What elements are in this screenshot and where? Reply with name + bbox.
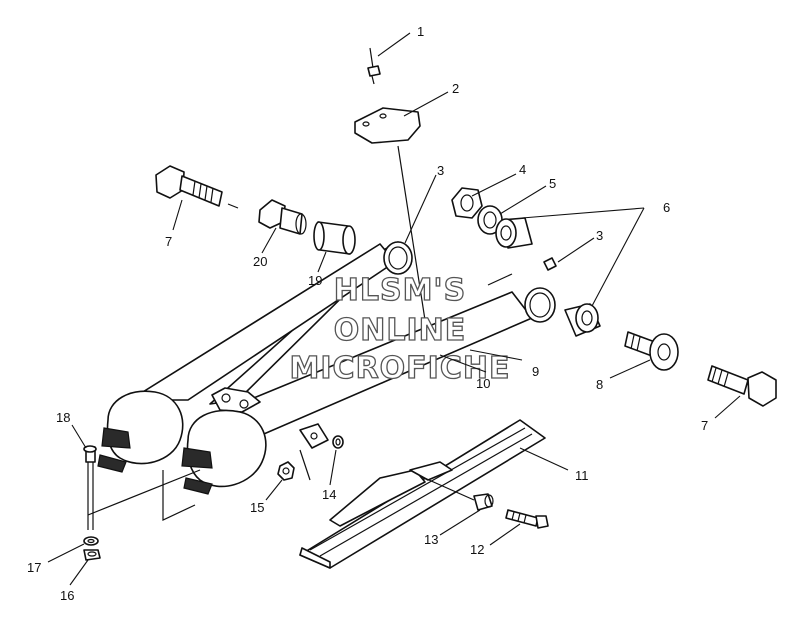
part-4-nut <box>451 187 483 219</box>
callout-7-right: 7 <box>701 418 708 433</box>
callout-14: 14 <box>322 487 336 502</box>
callout-17: 17 <box>27 560 41 575</box>
part-12-bolt <box>505 509 549 529</box>
callout-labels: 1 2 3 4 5 6 3 7 20 19 9 10 8 7 11 12 13 … <box>27 24 708 603</box>
callout-13: 13 <box>424 532 438 547</box>
callout-8: 8 <box>596 377 603 392</box>
callout-12: 12 <box>470 542 484 557</box>
part-2-bracket-plate <box>354 107 426 321</box>
part-17-washer <box>83 536 99 546</box>
callout-5: 5 <box>549 176 556 191</box>
watermark-line-1: HLSM'S <box>334 273 466 308</box>
callout-11: 11 <box>575 468 589 483</box>
part-18-long-bolt <box>83 445 201 530</box>
watermark: HLSM'S ONLINE MICROFICHE <box>289 272 511 386</box>
callout-10: 10 <box>476 376 490 391</box>
callout-18: 18 <box>56 410 70 425</box>
watermark-line-2: ONLINE <box>334 313 467 348</box>
callout-15: 15 <box>250 500 264 515</box>
part-8-pivot-bolt <box>624 331 679 371</box>
callout-7-left: 7 <box>165 234 172 249</box>
callout-9: 9 <box>532 364 539 379</box>
swing-arm-frame <box>97 241 556 521</box>
callout-2: 2 <box>452 81 459 96</box>
part-6-bushing-upper <box>495 217 533 249</box>
part-19-sleeve <box>313 221 356 255</box>
part-15-nut <box>277 461 295 481</box>
part-20-bushing <box>258 199 307 235</box>
part-3-grease-fitting <box>543 257 557 271</box>
part-6-bushing-lower <box>564 303 601 337</box>
callout-1: 1 <box>417 24 424 39</box>
watermark-line-3: MICROFICHE <box>290 351 511 386</box>
callout-20: 20 <box>253 254 267 269</box>
callout-3-upper: 3 <box>437 163 444 178</box>
part-7-bolt-left <box>155 165 239 209</box>
callout-4: 4 <box>519 162 526 177</box>
callout-19: 19 <box>308 273 322 288</box>
part-11-rail-plate <box>299 419 546 569</box>
part-13-spacer <box>419 475 494 511</box>
callout-16: 16 <box>60 588 74 603</box>
part-7-bolt-right <box>707 365 777 407</box>
leader-lines <box>47 32 741 586</box>
part-16-nut <box>83 549 101 561</box>
part-1-bolt <box>367 47 381 85</box>
callout-3-lower: 3 <box>596 228 603 243</box>
callout-6: 6 <box>663 200 670 215</box>
part-14-washer <box>332 435 344 449</box>
